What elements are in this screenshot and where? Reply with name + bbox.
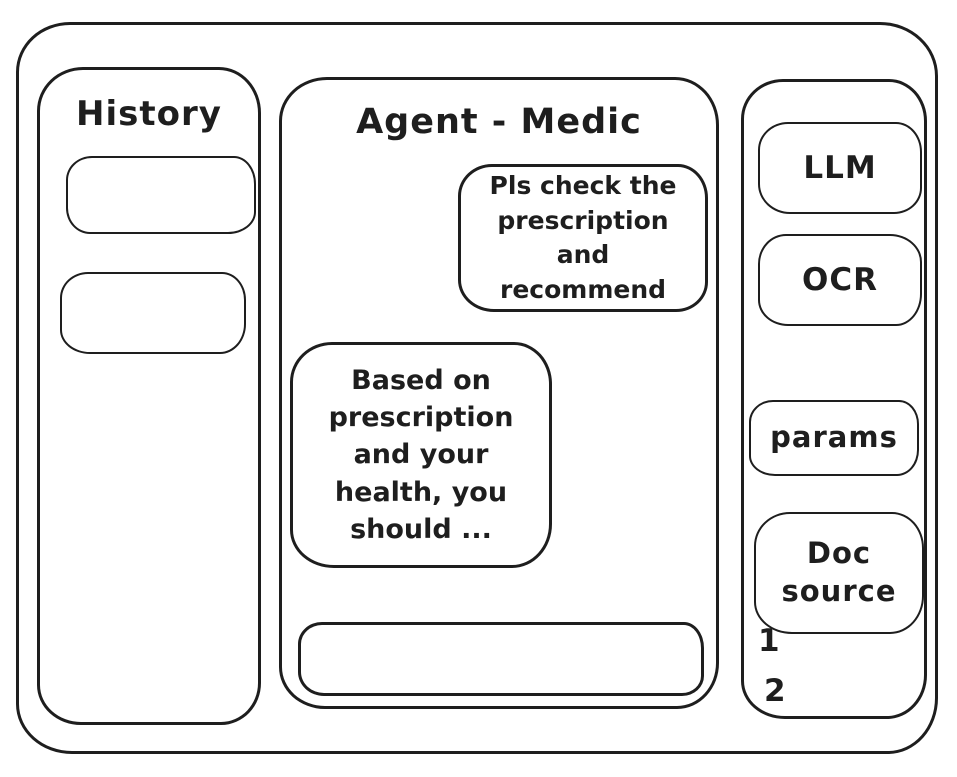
history-item[interactable] (60, 272, 246, 354)
chat-input[interactable] (298, 622, 704, 696)
user-message-bubble: Pls check the prescription and recommend (458, 164, 708, 312)
doc-source-item-2[interactable]: 2 (764, 673, 786, 709)
chat-title: Agent - Medic (356, 102, 642, 142)
ocr-button[interactable]: OCR (758, 234, 922, 326)
llm-button[interactable]: LLM (758, 122, 922, 214)
doc-source-item-1[interactable]: 1 (758, 623, 780, 659)
tools-sidebar: LLM OCR params Doc source 1 2 (741, 79, 927, 719)
history-item[interactable] (66, 156, 256, 234)
chat-panel: Agent - Medic Pls check the prescription… (279, 77, 719, 709)
doc-source-button[interactable]: Doc source (754, 512, 924, 634)
history-sidebar: History (37, 67, 261, 725)
history-title: History (76, 94, 222, 134)
params-button[interactable]: params (749, 400, 919, 476)
assistant-message-bubble: Based on prescription and your health, y… (290, 342, 552, 568)
window-frame: History Agent - Medic Pls check the pres… (16, 22, 938, 754)
